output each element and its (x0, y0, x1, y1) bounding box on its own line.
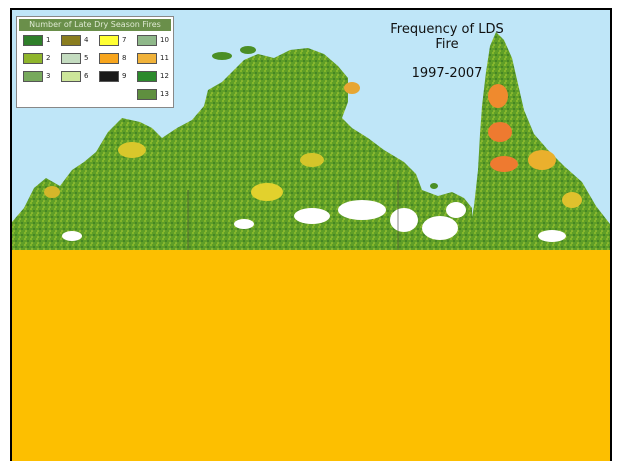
legend-label: 6 (84, 72, 89, 80)
legend-label: 13 (160, 90, 169, 98)
legend-label: 2 (46, 54, 51, 62)
legend-swatch (23, 71, 43, 82)
map-title-line2: Fire (435, 37, 459, 52)
map-title-years: 1997-2007 (411, 66, 483, 81)
land-mass-west (12, 48, 472, 250)
legend-label: 12 (160, 72, 169, 80)
legend-label: 3 (46, 72, 51, 80)
legend-label: 10 (160, 36, 169, 44)
legend-swatch (137, 89, 157, 100)
map-title-line1: Frequency of LDS (390, 22, 504, 37)
legend-swatch (137, 35, 157, 46)
map-title: Frequency of LDS Fire 1997-2007 (362, 22, 532, 81)
legend-swatch (99, 71, 119, 82)
legend-label: 4 (84, 36, 89, 44)
legend-swatch (23, 53, 43, 64)
legend-label: 11 (160, 54, 169, 62)
legend-swatch (61, 35, 81, 46)
legend-swatch (137, 71, 157, 82)
map-frame: Frequency of LDS Fire 1997-2007 Number o… (10, 8, 612, 461)
legend-label: 7 (122, 36, 127, 44)
legend-swatch (23, 35, 43, 46)
lower-orange-band (12, 250, 610, 461)
legend-swatch (99, 53, 119, 64)
island (240, 46, 256, 54)
legend-title: Number of Late Dry Season Fires (19, 19, 171, 31)
island (430, 183, 438, 189)
legend-label: 9 (122, 72, 127, 80)
legend-swatch (61, 53, 81, 64)
legend-swatch (99, 35, 119, 46)
legend-label: 5 (84, 54, 89, 62)
island (212, 52, 232, 60)
legend-label: 8 (122, 54, 127, 62)
unburnt-white-patches (62, 200, 566, 242)
high-frequency-patches (44, 82, 582, 208)
legend-swatch (137, 53, 157, 64)
legend-swatch (61, 71, 81, 82)
legend-label: 1 (46, 36, 51, 44)
fire-frequency-map (12, 10, 610, 250)
